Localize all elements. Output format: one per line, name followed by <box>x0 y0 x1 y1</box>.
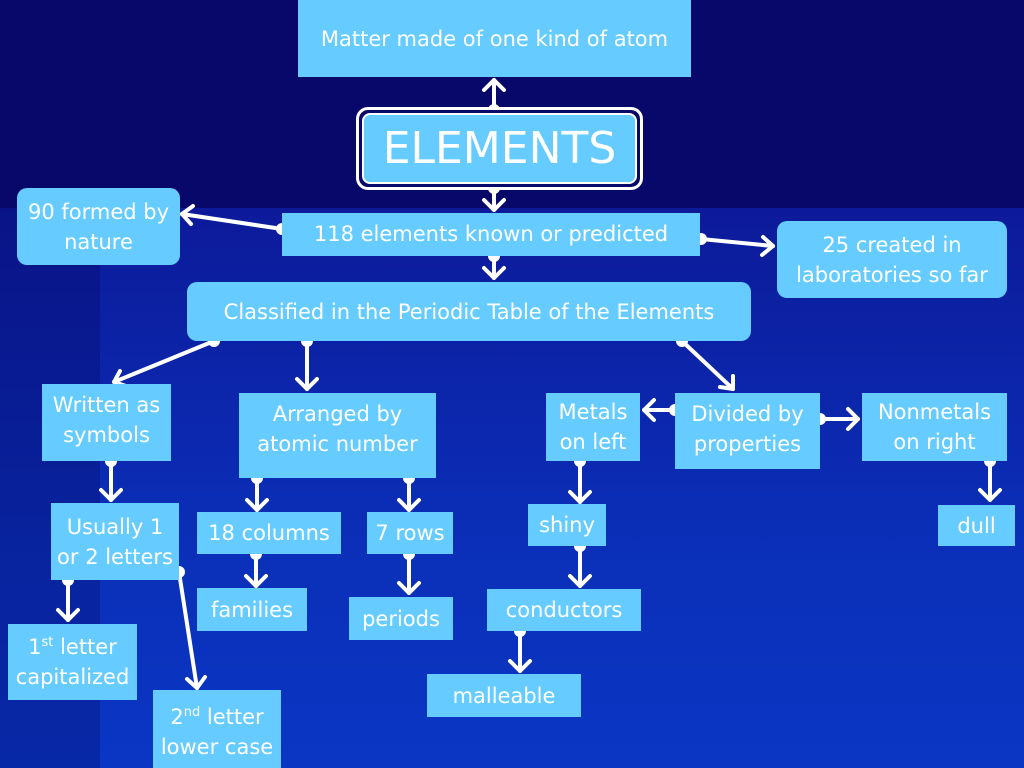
node-shiny: shiny <box>528 504 606 546</box>
node-divided: Divided by properties <box>675 393 820 469</box>
node-arranged: Arranged by atomic number <box>239 393 436 478</box>
connector-classified-arranged <box>295 339 319 391</box>
connector-letters-second <box>177 570 207 690</box>
node-title: ELEMENTS <box>356 107 643 190</box>
node-malleable: malleable <box>427 674 581 717</box>
node-known-label: 118 elements known or predicted <box>313 222 669 246</box>
node-first-letter-line2: capitalized <box>15 665 130 689</box>
node-second-letter: 2nd letter lower case <box>153 690 281 768</box>
node-definition: Matter made of one kind of atom <box>298 0 691 77</box>
connector-metals-shiny <box>568 459 592 504</box>
node-second-letter-line2: lower case <box>160 735 274 759</box>
node-title-label: ELEMENTS <box>362 113 637 184</box>
node-second-letter-line1: 2nd letter <box>170 705 264 729</box>
node-symbols-label: Written as symbols <box>52 393 161 447</box>
node-shiny-label: shiny <box>539 513 595 537</box>
node-natural-label: 90 formed by nature <box>27 199 170 254</box>
node-divided-label: Divided by properties <box>691 402 804 456</box>
node-rows: 7 rows <box>367 512 453 554</box>
node-rows-label: 7 rows <box>375 521 445 545</box>
node-nonmetals: Nonmetals on right <box>862 393 1007 461</box>
node-definition-label: Matter made of one kind of atom <box>320 26 669 51</box>
connector-rows-periods <box>397 552 421 595</box>
node-periods-label: periods <box>362 606 440 631</box>
node-dull-label: dull <box>957 513 996 538</box>
node-first-letter: 1st letter capitalized <box>8 624 137 700</box>
node-metals-label: Metals on left <box>558 400 628 454</box>
connector-letters-first <box>56 578 80 622</box>
connector-classified-divided <box>680 339 735 391</box>
connector-known-natural <box>180 204 284 231</box>
connector-conductors-malleable <box>508 629 532 673</box>
connector-symbols-letters <box>99 459 123 502</box>
node-lab-label: 25 created in laboratories so far <box>796 232 988 287</box>
connector-divided-nonmetals <box>818 407 860 431</box>
node-dull: dull <box>938 505 1015 546</box>
node-metals: Metals on left <box>546 393 640 461</box>
node-classified-label: Classified in the Periodic Table of the … <box>223 299 715 324</box>
node-lab: 25 created in laboratories so far <box>777 221 1007 298</box>
node-symbols: Written as symbols <box>42 384 171 461</box>
node-families-label: families <box>210 597 294 622</box>
node-families: families <box>197 588 307 631</box>
node-columns-label: 18 columns <box>208 521 330 545</box>
connector-nonmetals-dull <box>978 459 1002 502</box>
connector-shiny-conductors <box>568 544 592 588</box>
node-first-letter-line1: 1st letter <box>28 635 117 659</box>
node-conductors: conductors <box>487 589 641 631</box>
node-letters: Usually 1 or 2 letters <box>51 503 179 580</box>
node-nonmetals-label: Nonmetals on right <box>877 400 992 454</box>
connector-known-lab <box>699 235 775 257</box>
node-conductors-label: conductors <box>505 598 623 622</box>
node-arranged-label: Arranged by atomic number <box>257 402 418 456</box>
node-columns: 18 columns <box>197 512 341 554</box>
node-malleable-label: malleable <box>452 683 556 708</box>
node-known: 118 elements known or predicted <box>282 213 700 256</box>
node-letters-label: Usually 1 or 2 letters <box>57 514 173 569</box>
node-periods: periods <box>349 597 453 640</box>
connector-classified-symbols <box>112 339 216 388</box>
node-natural: 90 formed by nature <box>17 188 180 265</box>
node-classified: Classified in the Periodic Table of the … <box>187 282 751 341</box>
